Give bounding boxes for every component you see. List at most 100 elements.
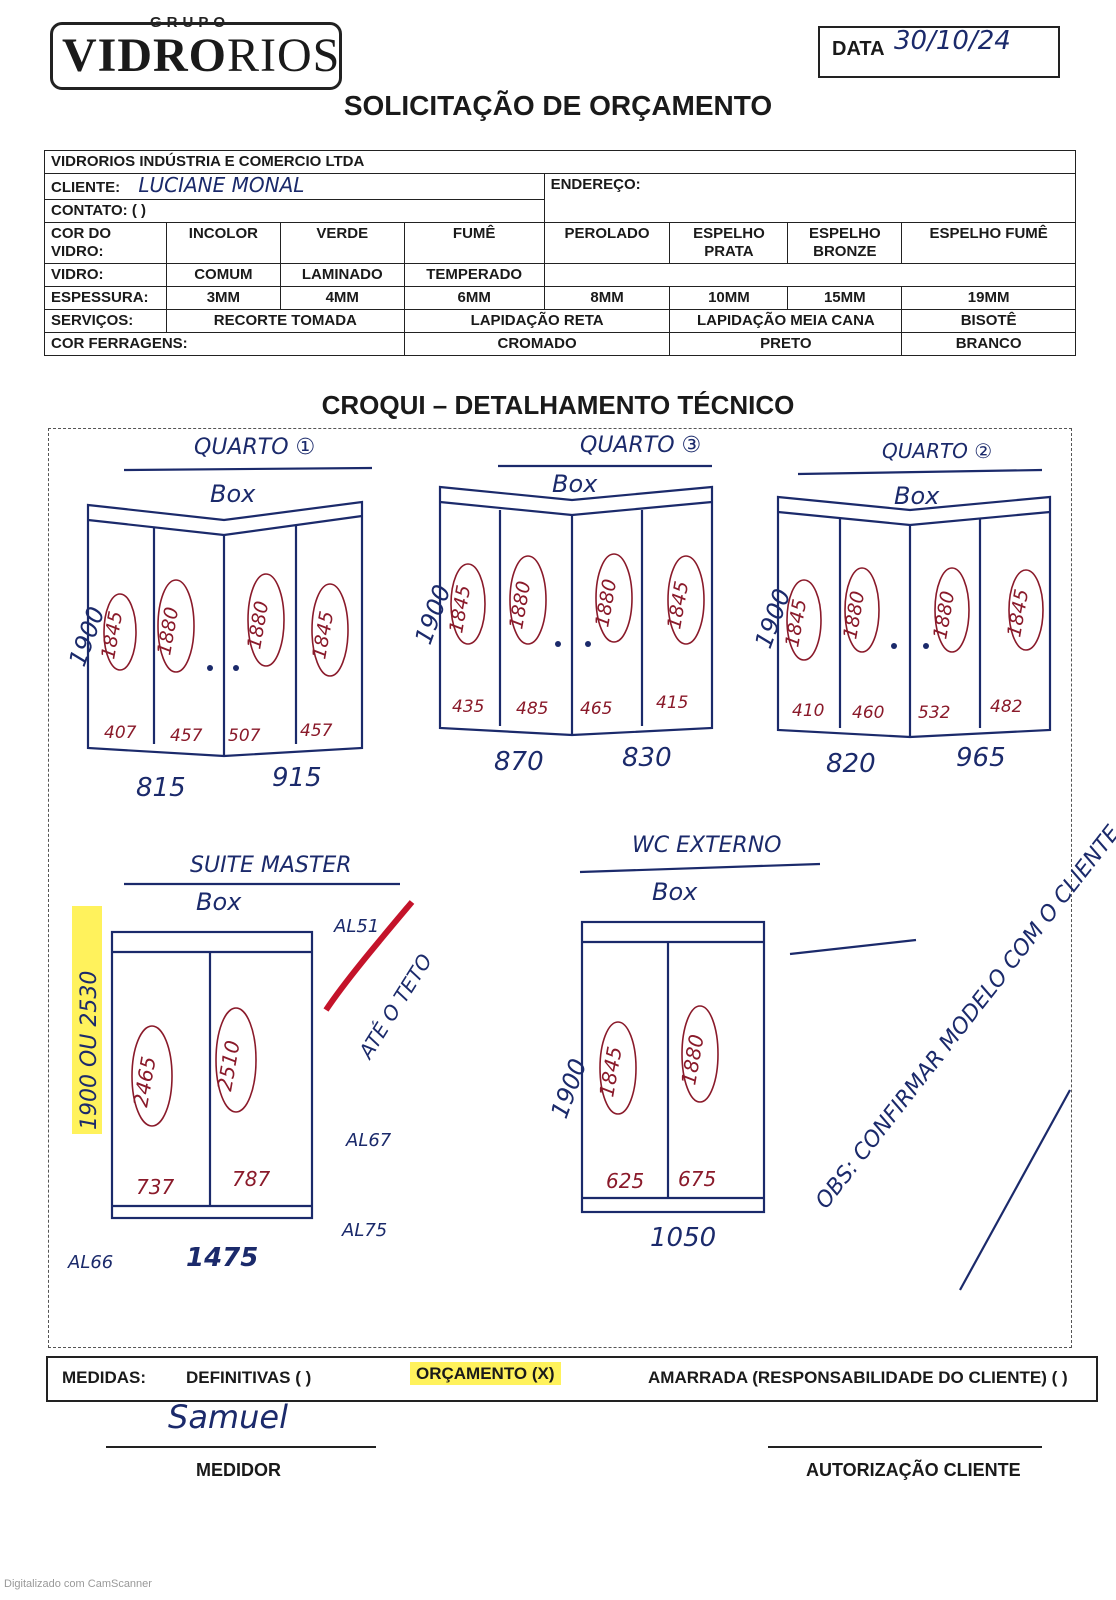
scanner-watermark: Digitalizado com CamScanner xyxy=(4,1578,152,1590)
panel-width: 787 xyxy=(232,1167,270,1191)
panel-width: 485 xyxy=(516,699,548,719)
underline xyxy=(579,862,821,874)
company-name: VIDRORIOS INDÚSTRIA E COMERCIO LTDA xyxy=(44,150,1076,174)
box-height-note: 1900 OU 2530 xyxy=(77,971,102,1130)
confirm-note: OBS: CONFIRMAR MODELO COM O CLIENTE xyxy=(811,821,1116,1213)
panel-width: 465 xyxy=(580,699,612,719)
glass-color-verde: VERDE xyxy=(279,222,405,264)
highlight xyxy=(72,906,102,1134)
measures-tied[interactable]: AMARRADA (RESPONSABILIDADE DO CLIENTE) (… xyxy=(648,1368,1068,1387)
client-row: CLIENTE: LUCIANE MONAL xyxy=(44,173,545,200)
measures-definitive[interactable]: DEFINITIVAS ( ) xyxy=(186,1368,312,1387)
thickness-19mm: 19MM xyxy=(901,286,1076,310)
ceiling-note: ATÉ O TETO xyxy=(353,950,437,1065)
panel-height: 1880 xyxy=(591,577,621,628)
panel-width: 460 xyxy=(852,703,884,723)
logo-frame xyxy=(50,22,342,90)
date-label: DATA xyxy=(832,38,885,60)
profile-label: AL67 xyxy=(345,1130,392,1151)
red-scribble xyxy=(323,900,415,1012)
panel-height: 1880 xyxy=(505,579,535,630)
frame xyxy=(438,485,714,737)
croqui-frame xyxy=(48,428,1072,1348)
underline xyxy=(123,466,373,472)
order-form-table: VIDRORIOS INDÚSTRIA E COMERCIO LTDA CLIE… xyxy=(44,150,1077,356)
room-label: QUARTO ② xyxy=(882,439,992,463)
panel-height: 1845 xyxy=(594,1045,626,1099)
thickness-15mm: 15MM xyxy=(787,286,903,310)
frame xyxy=(776,495,1052,739)
width-right: 830 xyxy=(622,743,672,773)
panel-height: 1880 xyxy=(243,599,273,650)
client-auth-line xyxy=(768,1446,1042,1448)
croqui-title: CROQUI – DETALHAMENTO TÉCNICO xyxy=(321,390,795,420)
box-height: 1900 xyxy=(545,1055,592,1122)
glass-color-espelho-bronze: ESPELHO BRONZE xyxy=(787,222,903,264)
room-label: WC EXTERNO xyxy=(632,833,781,858)
profile-label: AL51 xyxy=(333,916,379,937)
box-width: 1050 xyxy=(650,1223,716,1253)
box-suite-master: SUITE MASTER Box 1900 OU 2530 2465 2510 … xyxy=(67,853,437,1273)
glass-color-label: COR DO VIDRO: xyxy=(44,222,167,264)
top-rail xyxy=(777,510,1051,527)
panel-width: 507 xyxy=(228,726,261,746)
box-width: 1475 xyxy=(186,1243,258,1273)
panel-height: 1880 xyxy=(153,605,183,656)
measures-box xyxy=(46,1356,1098,1402)
logo-light: RIOS xyxy=(227,29,341,82)
panel-width: 410 xyxy=(792,701,824,721)
panel-height: 1880 xyxy=(676,1033,708,1087)
frame xyxy=(86,500,364,758)
glass-color-incolor: INCOLOR xyxy=(165,222,281,264)
panel-width: 482 xyxy=(990,697,1022,717)
profile-label: AL66 xyxy=(67,1252,113,1273)
box-label: Box xyxy=(196,888,242,916)
top-rail xyxy=(439,500,713,517)
measurer-signature: Samuel xyxy=(168,1398,288,1436)
thickness-label: ESPESSURA: xyxy=(44,286,167,310)
panel-width: 415 xyxy=(656,693,688,713)
logo-group-text: GRUPO xyxy=(150,14,231,31)
thickness-10mm: 10MM xyxy=(669,286,789,310)
service-bisote: BISOTÊ xyxy=(901,309,1076,333)
contact-label: CONTATO: ( ) xyxy=(44,199,545,223)
measurer-label: MEDIDOR xyxy=(196,1460,281,1480)
service-recorte-tomada: RECORTE TOMADA xyxy=(165,309,405,333)
client-label: CLIENTE: xyxy=(51,179,121,196)
hardware-branco: BRANCO xyxy=(901,332,1076,356)
budget-label: ORÇAMENTO (X) xyxy=(410,1362,561,1385)
panel-width: 457 xyxy=(170,726,203,746)
measures-budget[interactable]: ORÇAMENTO (X) xyxy=(410,1362,561,1385)
date-value: 30/10/24 xyxy=(894,26,1011,56)
box-label: Box xyxy=(552,470,598,498)
hardware-preto: PRETO xyxy=(669,332,903,356)
page-title: SOLICITAÇÃO DE ORÇAMENTO xyxy=(343,90,773,121)
width-left: 870 xyxy=(494,747,544,777)
hardware-cromado: CROMADO xyxy=(403,332,671,356)
panel-width: 675 xyxy=(678,1167,716,1191)
width-right: 915 xyxy=(272,763,322,793)
panel-width: 737 xyxy=(136,1175,174,1199)
width-left: 820 xyxy=(826,749,876,779)
service-lapidacao-meia-cana: LAPIDAÇÃO MEIA CANA xyxy=(669,309,903,333)
thickness-8mm: 8MM xyxy=(543,286,671,310)
panel-width: 435 xyxy=(452,697,484,717)
glass-color-espelho-prata: ESPELHO PRATA xyxy=(669,222,789,264)
box-quarto-3: QUARTO ③ Box 1900 1845 1880 1880 1845 43… xyxy=(409,433,714,777)
box-label: Box xyxy=(894,482,940,510)
panel-width: 407 xyxy=(104,723,137,743)
measurer-line xyxy=(106,1446,376,1448)
panel-height: 1880 xyxy=(839,589,869,640)
room-label: QUARTO ③ xyxy=(580,433,701,458)
hardware-label: COR FERRAGENS: xyxy=(44,332,405,356)
panel-width: 532 xyxy=(918,703,950,723)
room-label: SUITE MASTER xyxy=(190,853,352,878)
panel-height: 1845 xyxy=(663,579,693,630)
width-left: 815 xyxy=(136,773,186,803)
measures-label: MEDIDAS: xyxy=(62,1368,147,1387)
strike xyxy=(789,938,917,956)
box-quarto-2: QUARTO ② Box 1900 1845 1880 1880 1845 41… xyxy=(749,439,1052,779)
glass-type-temperado: TEMPERADO xyxy=(403,263,545,287)
frame xyxy=(580,920,766,1214)
